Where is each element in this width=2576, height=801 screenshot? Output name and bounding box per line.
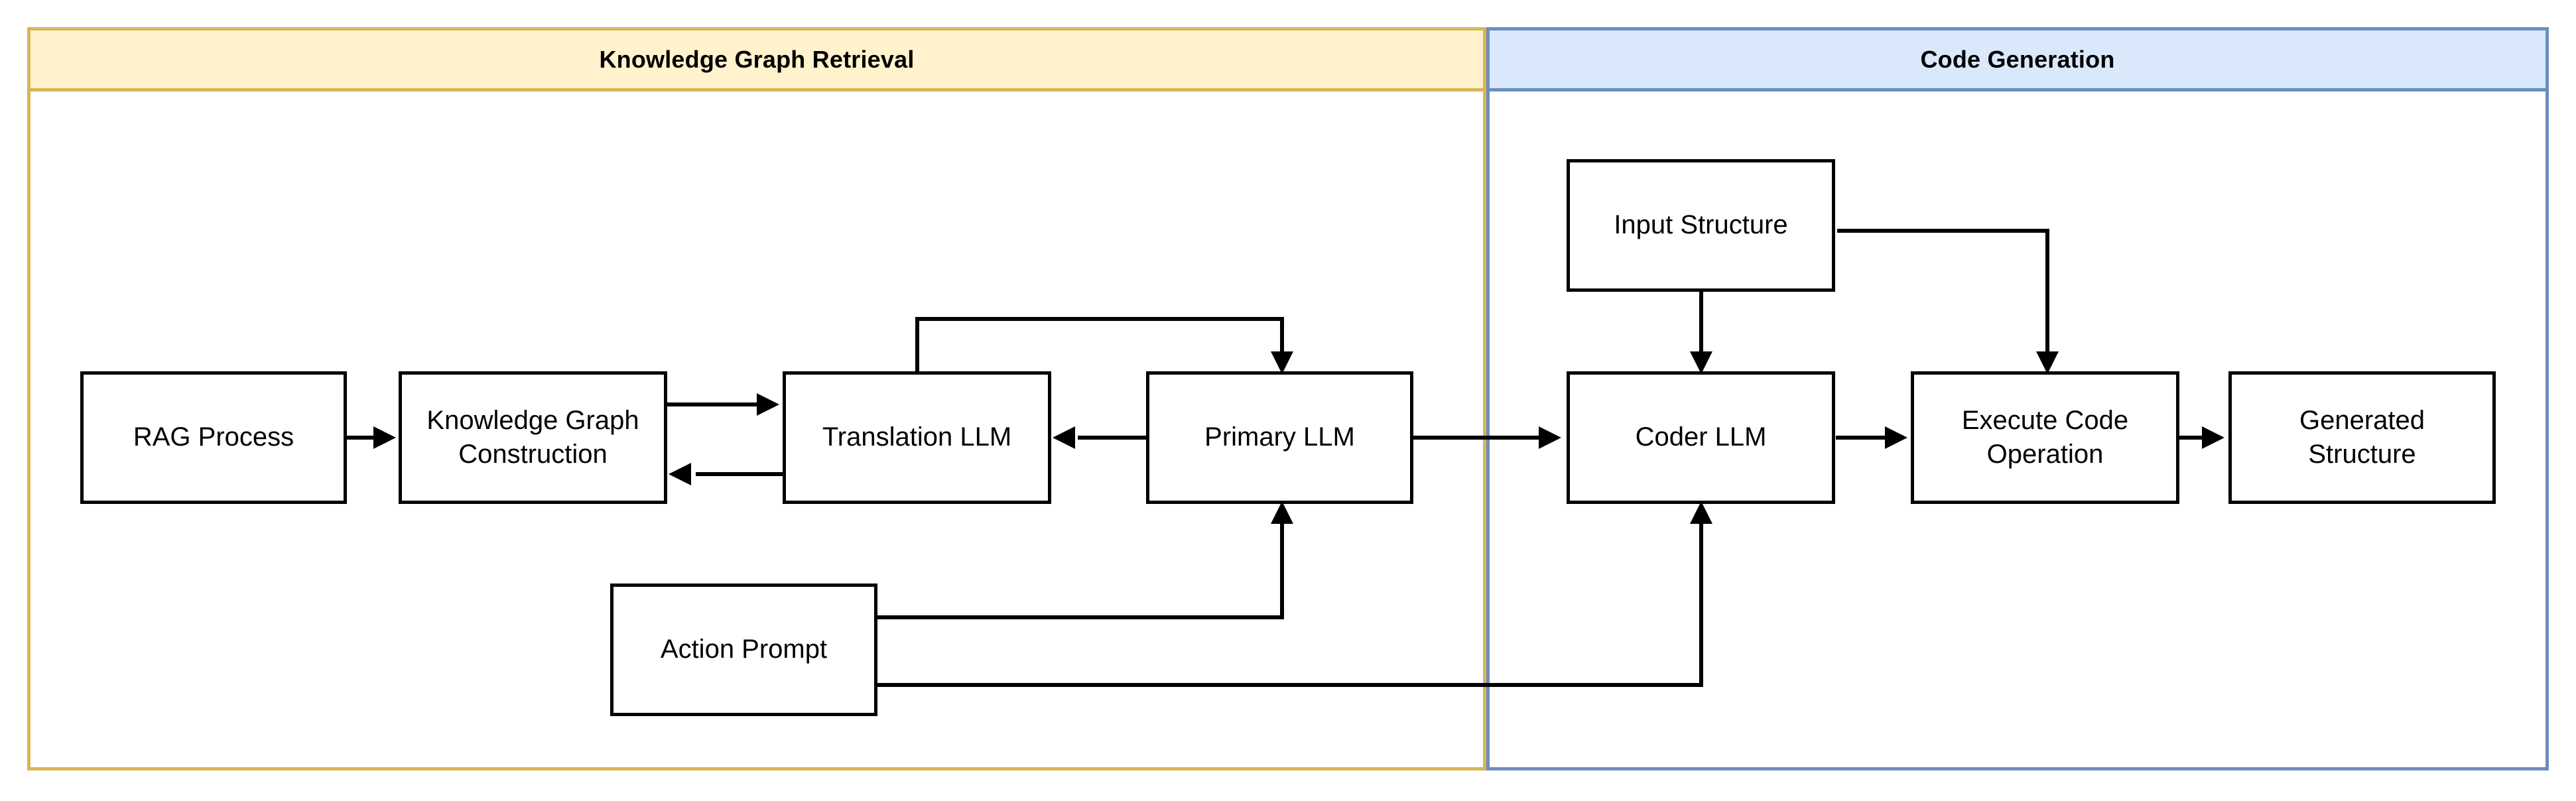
- node-label-action-prompt: Action Prompt: [660, 635, 828, 664]
- arrowhead-action-prompt-to-coder: [1690, 501, 1712, 524]
- arrowhead-primary-to-coder: [1539, 426, 1561, 449]
- arrowhead-input-structure-to-coder: [1690, 351, 1712, 374]
- edge-execute-to-generated: [2179, 436, 2205, 440]
- arrowhead-primary-to-translation: [1053, 426, 1075, 449]
- node-label-input-structure: Input Structure: [1614, 210, 1788, 240]
- arrowhead-translation-to-primary: [1271, 351, 1293, 374]
- arrowhead-kg-construction-to-translation: [757, 393, 779, 416]
- edge-kg-construction-to-translation: [667, 402, 759, 406]
- arrowhead-input-structure-to-execute: [2036, 351, 2059, 374]
- edge-action-prompt-to-coder-horizontal: [877, 683, 1703, 687]
- edge-action-prompt-to-primary-vertical: [1280, 524, 1284, 617]
- arrowhead-execute-to-generated: [2202, 426, 2224, 449]
- arrowhead-action-prompt-to-primary: [1271, 501, 1293, 524]
- swimlane-title-knowledge-graph-retrieval: Knowledge Graph Retrieval: [27, 27, 1486, 92]
- node-generated-structure[interactable]: Generated Structure: [2228, 371, 2496, 504]
- node-label-coder-llm: Coder LLM: [1635, 422, 1767, 452]
- edge-primary-to-coder: [1413, 436, 1541, 440]
- node-translation-llm[interactable]: Translation LLM: [783, 371, 1051, 504]
- node-label-primary-llm: Primary LLM: [1204, 422, 1355, 452]
- edge-translation-to-primary-horizontal: [915, 317, 1284, 321]
- node-label-execute-code-operation: Execute Code Operation: [1961, 405, 2129, 469]
- node-label-generated-structure: Generated Structure: [2299, 405, 2425, 469]
- edge-rag-to-kg-construction: [346, 436, 376, 440]
- node-knowledge-graph-construction[interactable]: Knowledge Graph Construction: [399, 371, 667, 504]
- edge-action-prompt-to-coder-vertical: [1699, 524, 1703, 685]
- edge-input-structure-to-execute-vertical: [2045, 229, 2049, 358]
- node-primary-llm[interactable]: Primary LLM: [1146, 371, 1413, 504]
- edge-translation-to-primary-vertical-up: [915, 317, 919, 373]
- edge-primary-to-translation: [1078, 436, 1151, 440]
- swimlane-title-code-generation: Code Generation: [1486, 27, 2549, 92]
- edge-action-prompt-to-primary-horizontal: [877, 615, 1284, 619]
- edge-translation-to-primary-vertical-down: [1280, 317, 1284, 358]
- node-rag-process[interactable]: RAG Process: [80, 371, 347, 504]
- node-execute-code-operation[interactable]: Execute Code Operation: [1911, 371, 2179, 504]
- node-label-knowledge-graph-construction: Knowledge Graph Construction: [426, 405, 639, 469]
- arrowhead-coder-to-execute: [1885, 426, 1907, 449]
- arrowhead-rag-to-kg-construction: [373, 426, 396, 449]
- edge-translation-to-kg-construction: [696, 472, 785, 476]
- node-label-rag-process: RAG Process: [133, 422, 294, 452]
- node-action-prompt[interactable]: Action Prompt: [610, 584, 877, 716]
- edge-coder-to-execute: [1836, 436, 1888, 440]
- node-label-translation-llm: Translation LLM: [822, 422, 1012, 452]
- node-input-structure[interactable]: Input Structure: [1567, 159, 1835, 292]
- edge-input-structure-to-coder: [1699, 292, 1703, 358]
- node-coder-llm[interactable]: Coder LLM: [1567, 371, 1835, 504]
- edge-input-structure-to-execute-horizontal: [1837, 229, 2049, 233]
- arrowhead-translation-to-kg-construction: [669, 463, 691, 485]
